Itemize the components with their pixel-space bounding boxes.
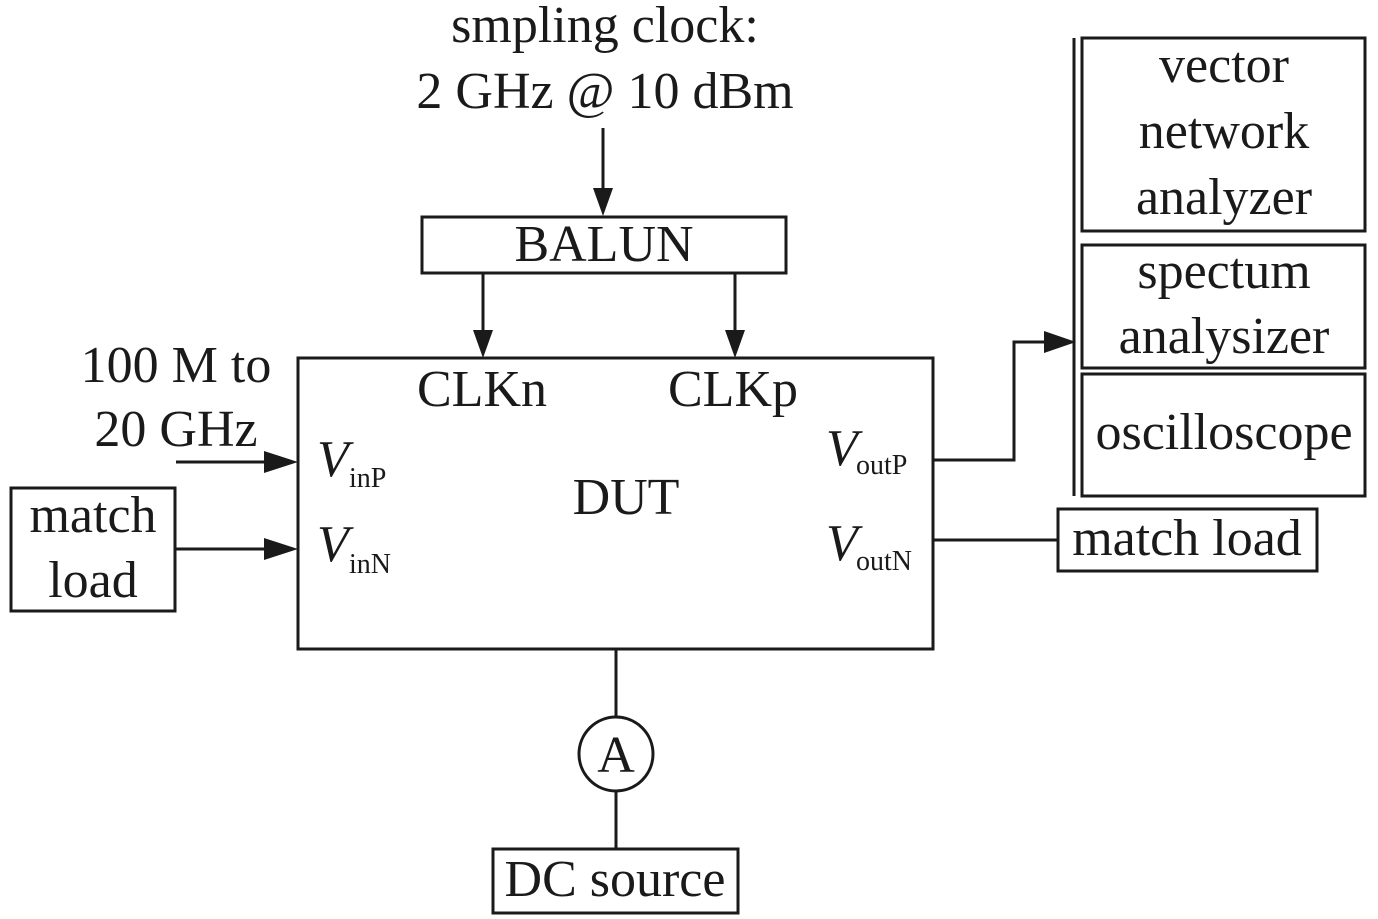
voutn-pin-label: V outN <box>826 515 912 577</box>
clkp-arrowhead <box>725 330 745 358</box>
svg-text:inP: inP <box>349 463 386 494</box>
svg-text:V: V <box>317 516 354 573</box>
input-match-load-line1: match <box>29 487 156 544</box>
svg-text:V: V <box>317 431 354 488</box>
svg-text:outP: outP <box>856 450 907 481</box>
dc-source-box <box>491 847 740 915</box>
dut-label: DUT <box>573 469 680 526</box>
vinp-arrowhead <box>264 451 298 473</box>
balun-box <box>420 215 788 275</box>
vinn-arrowhead <box>264 538 298 560</box>
input-match-load-box <box>9 486 177 613</box>
spectrum-analyzer-line1: spectum <box>1137 243 1310 300</box>
oscilloscope-label: oscilloscope <box>1095 404 1352 461</box>
voutp-wire <box>933 340 1050 462</box>
clkn-pin-label: CLKn <box>417 361 547 418</box>
input-match-load-line2: load <box>48 552 138 609</box>
vna-box <box>1080 36 1367 233</box>
oscilloscope-box <box>1080 372 1367 498</box>
vinp-pin-label: V inP <box>317 431 386 494</box>
vinn-pin-label: V inN <box>317 516 391 580</box>
input-signal-line2: 20 GHz <box>94 401 257 458</box>
vna-label-line1: vector <box>1159 37 1289 94</box>
dc-source-label: DC source <box>505 851 726 908</box>
spectrum-analyzer-box <box>1080 243 1367 370</box>
vna-label-line3: analyzer <box>1136 169 1312 226</box>
output-match-load-box <box>1056 507 1319 573</box>
output-match-load-label: match load <box>1072 510 1302 567</box>
clkp-pin-label: CLKp <box>668 361 798 418</box>
clock-label-line2: 2 GHz @ 10 dBm <box>416 63 793 120</box>
voutp-pin-label: V outP <box>826 420 907 481</box>
input-signal-line1: 100 M to <box>81 337 272 394</box>
balun-label: BALUN <box>514 216 693 273</box>
vna-label-line2: network <box>1139 103 1309 160</box>
ammeter-label: A <box>597 727 635 784</box>
svg-text:V: V <box>826 420 863 477</box>
svg-text:V: V <box>826 515 863 572</box>
voutp-arrowhead <box>1044 331 1076 353</box>
clock-arrowhead <box>593 188 613 216</box>
dut-box <box>296 356 935 651</box>
clock-label-line1: smpling clock: <box>451 0 759 54</box>
clkn-arrowhead <box>473 330 493 358</box>
spectrum-analyzer-line2: analysizer <box>1119 308 1330 365</box>
svg-text:outN: outN <box>856 546 912 577</box>
svg-text:inN: inN <box>349 549 391 580</box>
